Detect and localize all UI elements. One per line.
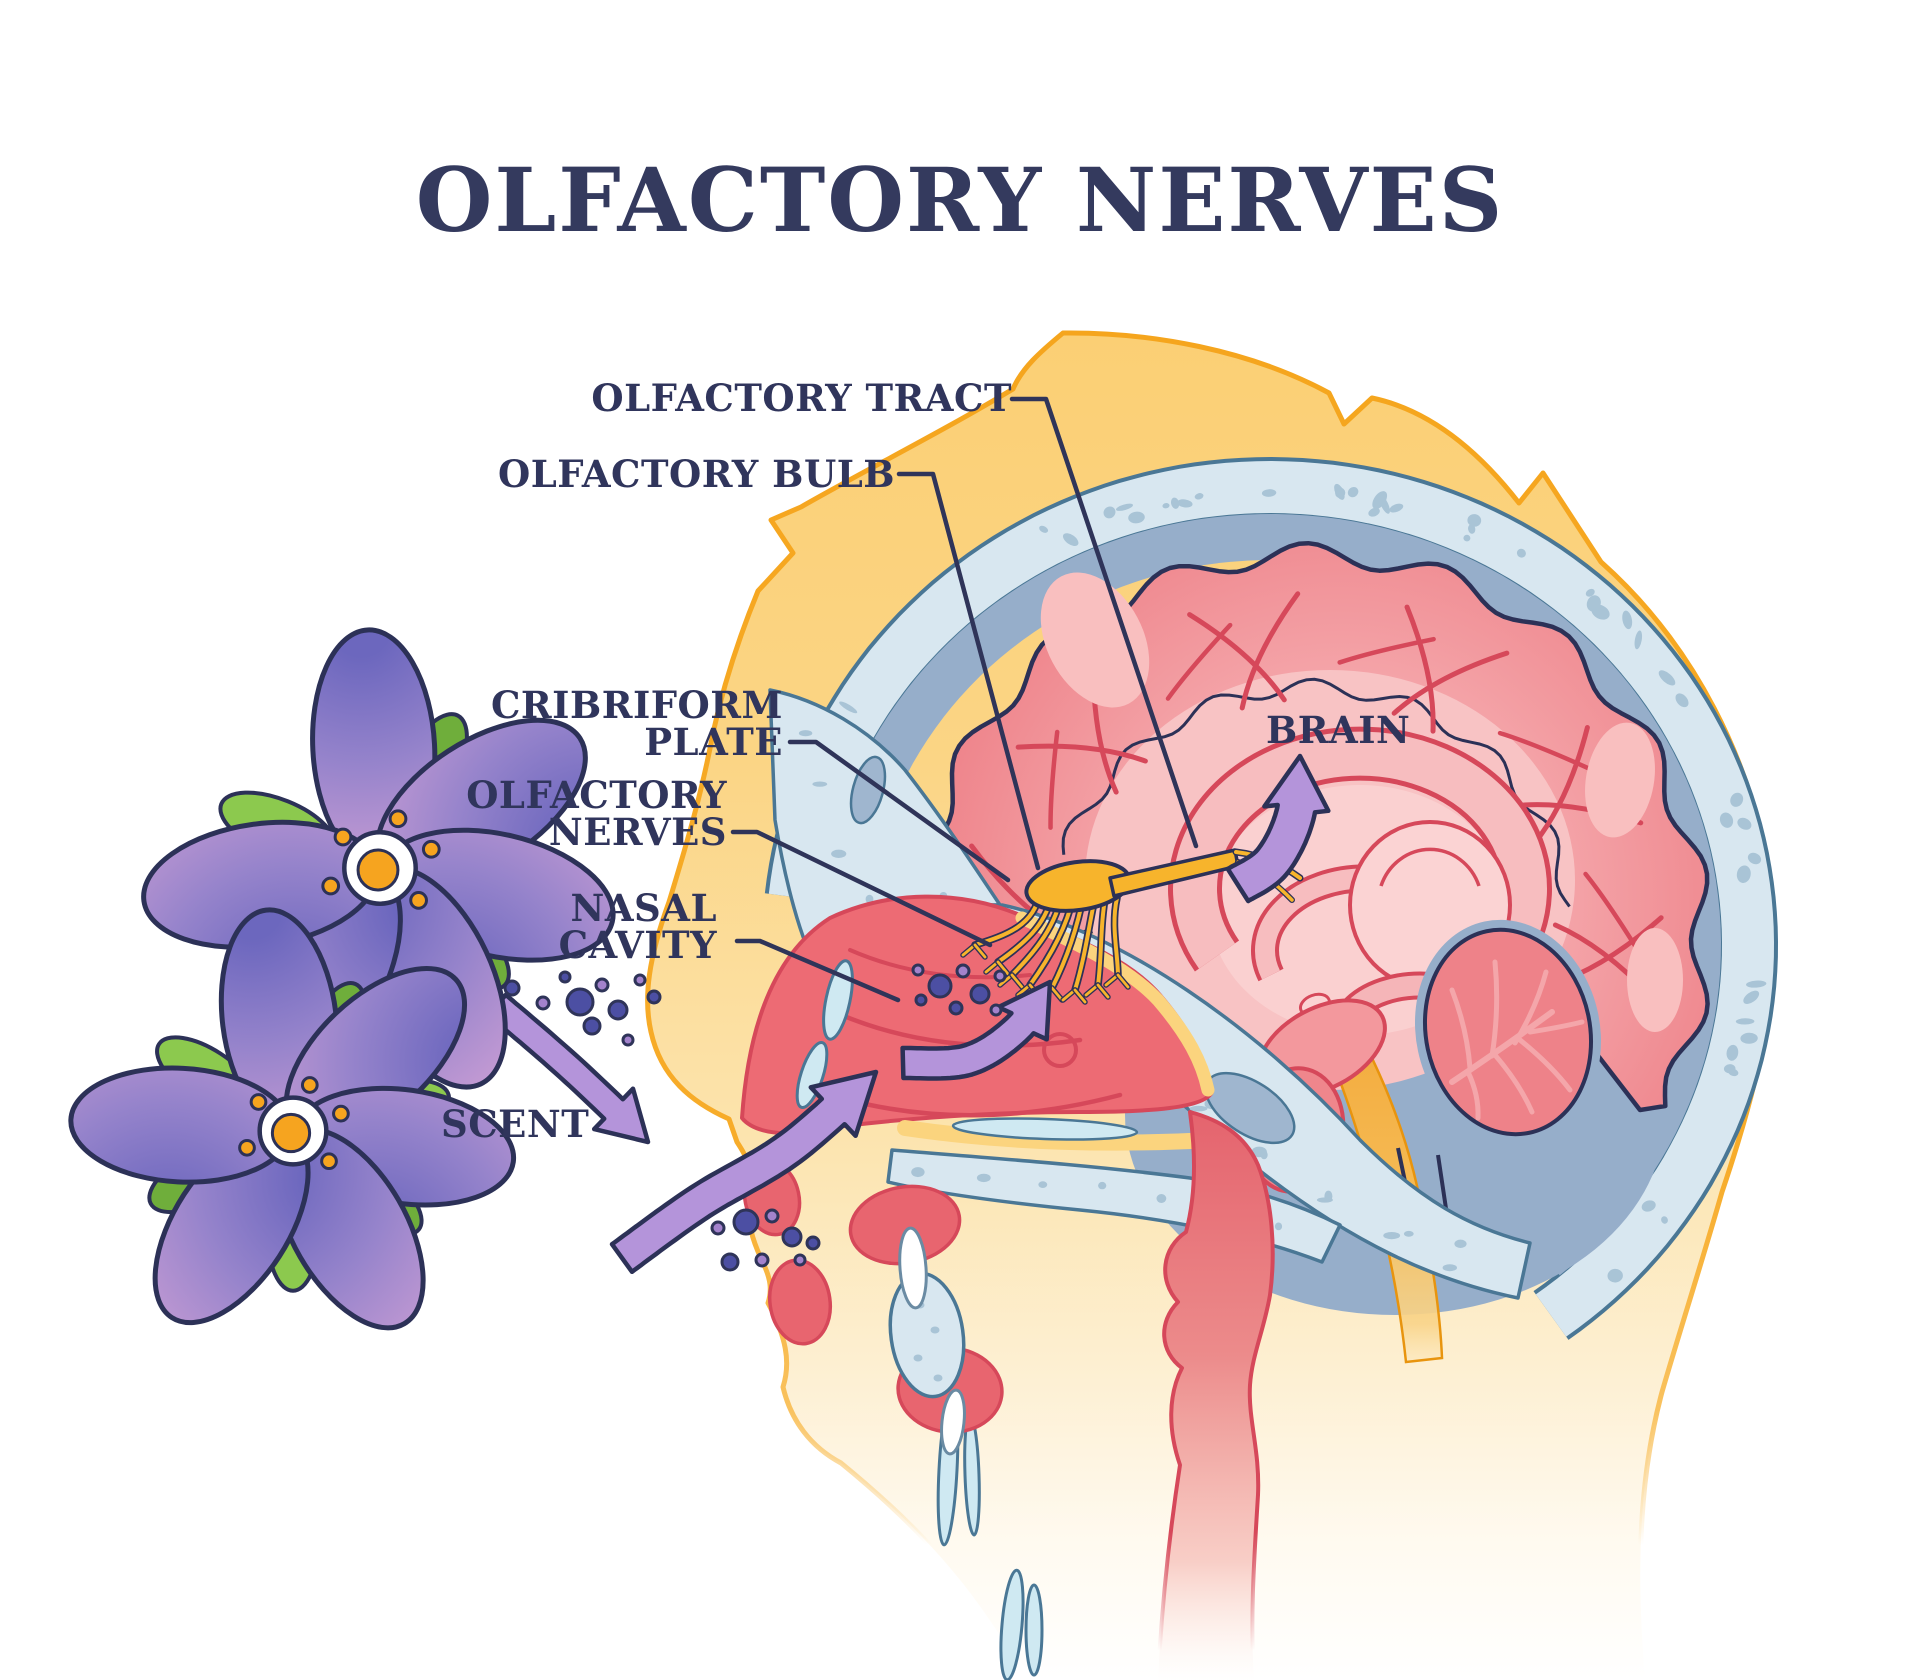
label-olfactory-nerves: OLFACTORY NERVES (466, 773, 727, 854)
label-scent: SCENT (441, 1102, 590, 1146)
label-leader-lines (730, 396, 1199, 1003)
label-olfactory-bulb: OLFACTORY BULB (498, 452, 895, 496)
scent-flow-arrows (485, 753, 1331, 1275)
arrow-into-nostril (609, 1069, 879, 1275)
skull-bone (764, 456, 1779, 1340)
label-nasal-cavity: NASAL CAVITY (558, 886, 717, 967)
cerebellum (1414, 919, 1602, 1145)
scent-particles (503, 963, 1007, 1272)
tooth-upper (898, 1226, 928, 1310)
pharynx-throat (936, 1110, 1275, 1680)
label-cribriform-plate: CRIBRIFORM PLATE (490, 683, 783, 764)
arrow-to-brain (1225, 753, 1331, 904)
label-brain: BRAIN (1266, 708, 1411, 752)
arrow-scent-to-nose (485, 992, 651, 1145)
page-title: OLFACTORY NERVES (415, 148, 1505, 252)
tooth-lower (940, 1388, 966, 1456)
arrow-nasal-cavity (900, 979, 1053, 1081)
flower-lower (68, 907, 517, 1331)
label-olfactory-tract: OLFACTORY TRACT (591, 376, 1012, 420)
